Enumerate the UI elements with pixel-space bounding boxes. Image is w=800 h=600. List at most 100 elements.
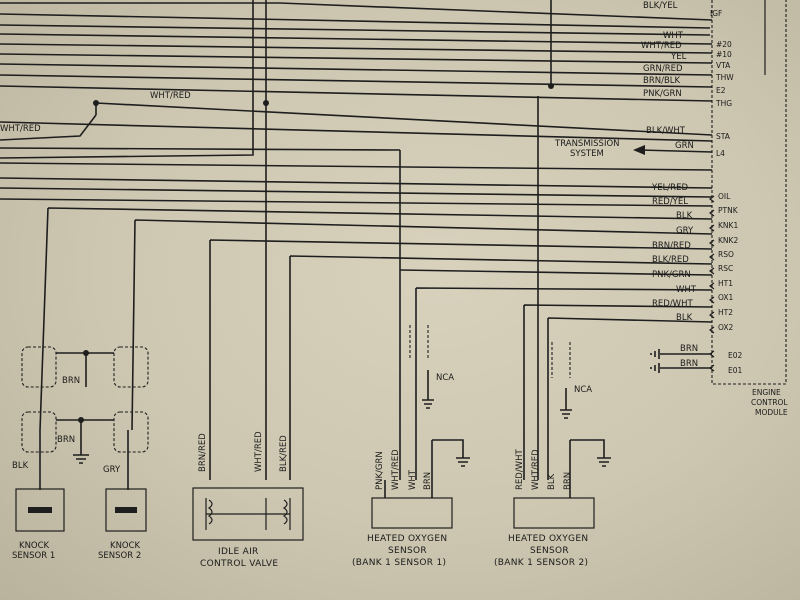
label-red-wht: RED/WHT <box>652 299 693 309</box>
pin-ht1: HT1 <box>718 279 733 288</box>
pin-ptnk: PTNK <box>718 206 739 215</box>
nca-label-2: NCA <box>574 385 592 395</box>
label-shield-brn-1: BRN <box>62 376 80 386</box>
knock2-label-1: KNOCK <box>110 541 141 551</box>
wire-red-wht-ht2 <box>523 304 713 480</box>
label-brn-blk: BRN/BLK <box>643 76 681 86</box>
pin-rso: RSO <box>718 250 734 259</box>
wire-pnk-grn-ht1-path <box>0 147 401 480</box>
pin-sta: STA <box>716 132 731 141</box>
wire-yel <box>0 53 713 64</box>
wire-wht-red-mid <box>95 102 713 136</box>
ground-icon-o2-1 <box>432 439 470 467</box>
label-red-yel: RED/YEL <box>652 197 688 207</box>
iac-valve-body <box>192 487 304 541</box>
label-brn-e02: BRN <box>680 344 698 354</box>
wire-vertical-a <box>0 0 254 159</box>
wire-run-2 <box>0 177 713 189</box>
wire-blk-ox2 <box>547 317 713 480</box>
knock-shield-lower <box>21 411 149 464</box>
o2-2-wire-1: RED/WHT <box>515 449 525 490</box>
pin-e2: E2 <box>716 86 726 95</box>
pin-e01: E01 <box>728 366 743 375</box>
label-yel-red: YEL/RED <box>651 183 688 193</box>
pin-vta: VTA <box>716 61 731 70</box>
label-brn-e01: BRN <box>680 359 698 369</box>
transmission-label-2: SYSTEM <box>570 149 604 159</box>
pin-oil: OIL <box>718 192 731 201</box>
pin-ox1: OX1 <box>718 293 734 302</box>
o2-2-wire-3: BLK <box>547 473 557 490</box>
pin-ht2: HT2 <box>718 308 733 317</box>
knock1-label-1: KNOCK <box>19 541 50 551</box>
wire-top-b <box>0 13 711 29</box>
o2-1-label-1: HEATED OXYGEN <box>367 534 447 544</box>
iac-wire-1: BRN/RED <box>198 433 208 472</box>
wire-run-1 <box>0 162 713 171</box>
iac-label-2: CONTROL VALVE <box>200 559 278 569</box>
ecm-label-2: CONTROL <box>751 398 788 407</box>
label-wht-2: WHT <box>676 285 697 295</box>
o2-sensor-1-body <box>371 497 453 529</box>
wire-blk-red-rsc <box>289 255 713 480</box>
iac-coil-icon <box>205 498 291 530</box>
transmission-label-1: TRANSMISSION <box>554 139 620 149</box>
wire-wht-red-left <box>0 114 97 141</box>
label-grn: GRN <box>675 141 694 151</box>
wire-wht <box>0 33 713 45</box>
label-wht: WHT <box>663 31 684 41</box>
knock-shield-upper <box>21 346 149 388</box>
o2-2-label-1: HEATED OXYGEN <box>508 534 588 544</box>
wire-run-3 <box>0 187 713 198</box>
wire-pnk-grn-ht1 <box>399 269 713 276</box>
pin-igf: IGF <box>710 9 722 18</box>
label-pnk-grn: PNK/GRN <box>643 89 682 99</box>
knock-sensor-1-element <box>28 507 52 513</box>
o2-1-label-3: (BANK 1 SENSOR 1) <box>352 558 446 568</box>
o2-1-leads <box>384 440 433 498</box>
wire-wht-ox1 <box>415 287 713 480</box>
wire-l4 <box>639 149 713 153</box>
knock2-label-2: SENSOR 2 <box>98 551 141 561</box>
label-blk-yel: BLK/YEL <box>643 1 678 11</box>
label-blk-2: BLK <box>676 313 693 323</box>
pin-knk1: KNK1 <box>718 221 738 230</box>
label-brn-red: BRN/RED <box>652 241 691 251</box>
pin-thg: THG <box>715 99 732 108</box>
label-ks2-gry: GRY <box>103 465 121 475</box>
ground-icon-e01 <box>650 363 660 373</box>
label-shield-brn-2: BRN <box>57 435 75 445</box>
wire-pnk-grn <box>0 85 713 102</box>
ground-icon-o2-2-nca <box>560 388 572 419</box>
label-yel: YEL <box>670 52 687 62</box>
wire-grn-red <box>0 63 713 76</box>
label-left-wht-red: WHT/RED <box>0 124 41 134</box>
o2-1-wire-4: BRN <box>423 472 433 490</box>
pin-20: #20 <box>716 40 732 49</box>
knock-sensor-2-body <box>105 488 147 532</box>
splice-b <box>263 100 269 106</box>
wire-sta <box>0 121 713 142</box>
nca-label-1: NCA <box>436 373 454 383</box>
label-pnk-grn-2: PNK/GRN <box>652 270 691 280</box>
ground-icon-e02 <box>650 349 660 359</box>
pin-l4: L4 <box>716 149 725 158</box>
label-blk-red: BLK/RED <box>652 255 689 265</box>
knock1-label-2: SENSOR 1 <box>12 551 55 561</box>
pin-e02: E02 <box>728 351 743 360</box>
label-mid-wht-red: WHT/RED <box>150 91 191 101</box>
o2-2-label-3: (BANK 1 SENSOR 2) <box>494 558 588 568</box>
pin-rsc: RSC <box>718 264 733 273</box>
pin-ox2: OX2 <box>718 323 734 332</box>
ground-icon-o2-2 <box>570 439 611 467</box>
iac-wire-3: BLK/RED <box>279 435 289 472</box>
wire-wht-red <box>0 43 713 54</box>
ecm-label-3: MODULE <box>755 408 788 417</box>
label-gry: GRY <box>676 226 694 236</box>
wire-brn-blk <box>0 74 713 88</box>
o2-2-wire-4: BRN <box>563 472 573 490</box>
nca-shield-2 <box>551 342 571 378</box>
ecm-label-1: ENGINE <box>752 388 781 397</box>
splice-wht-red <box>93 100 99 106</box>
